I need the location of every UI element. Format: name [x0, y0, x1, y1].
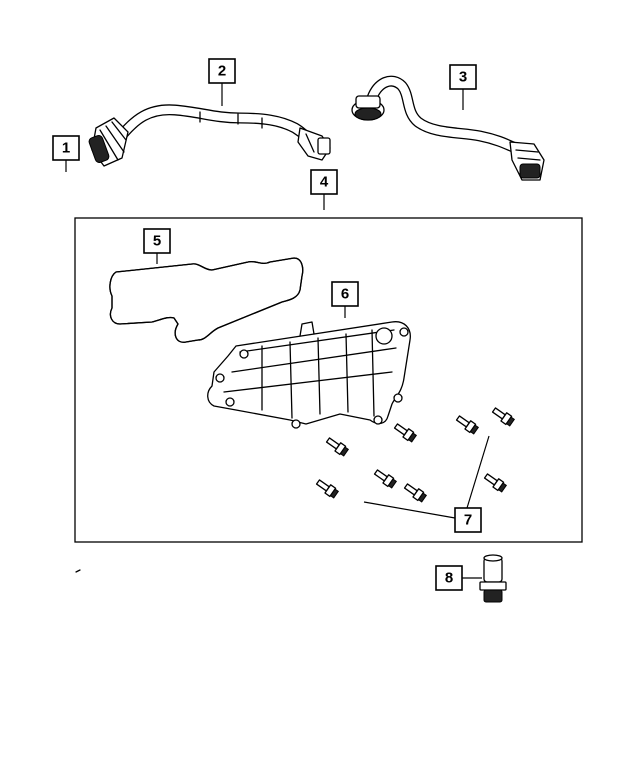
callout-1: 1: [52, 135, 80, 161]
callout-2: 2: [208, 58, 236, 84]
callout-1-label: 1: [62, 140, 70, 157]
callout-7: 7: [454, 507, 482, 533]
callout-8-label: 8: [445, 570, 453, 587]
bolt: [455, 415, 480, 435]
stray-mark: [75, 569, 81, 573]
callout-5-label: 5: [153, 233, 161, 250]
bolt: [393, 423, 418, 443]
callout-2-label: 2: [218, 63, 226, 80]
callout-8: 8: [435, 565, 463, 591]
kit-frame: [74, 217, 583, 543]
callout-5: 5: [143, 228, 171, 254]
hose-part-2: [112, 104, 331, 161]
bolt: [325, 437, 350, 457]
callout-7-label: 7: [464, 512, 472, 529]
bolt: [483, 473, 508, 493]
callout-6-label: 6: [341, 286, 349, 303]
callout-3: 3: [449, 64, 477, 90]
bolt: [373, 469, 398, 489]
bolt: [403, 483, 428, 503]
hose-part-3: [351, 75, 545, 181]
callout-4: 4: [310, 169, 338, 195]
fitting-part-8: [479, 554, 507, 603]
bolt: [491, 407, 516, 427]
cover-plate-part-6: [207, 321, 411, 429]
bolts-part-7: [315, 407, 516, 503]
leader-lines: [65, 83, 490, 579]
gasket-part-5: [109, 257, 304, 343]
bolt: [315, 479, 340, 499]
connector-part-1: [88, 117, 129, 167]
callout-6: 6: [331, 281, 359, 307]
callout-4-label: 4: [320, 174, 329, 191]
callout-3-label: 3: [459, 69, 467, 86]
